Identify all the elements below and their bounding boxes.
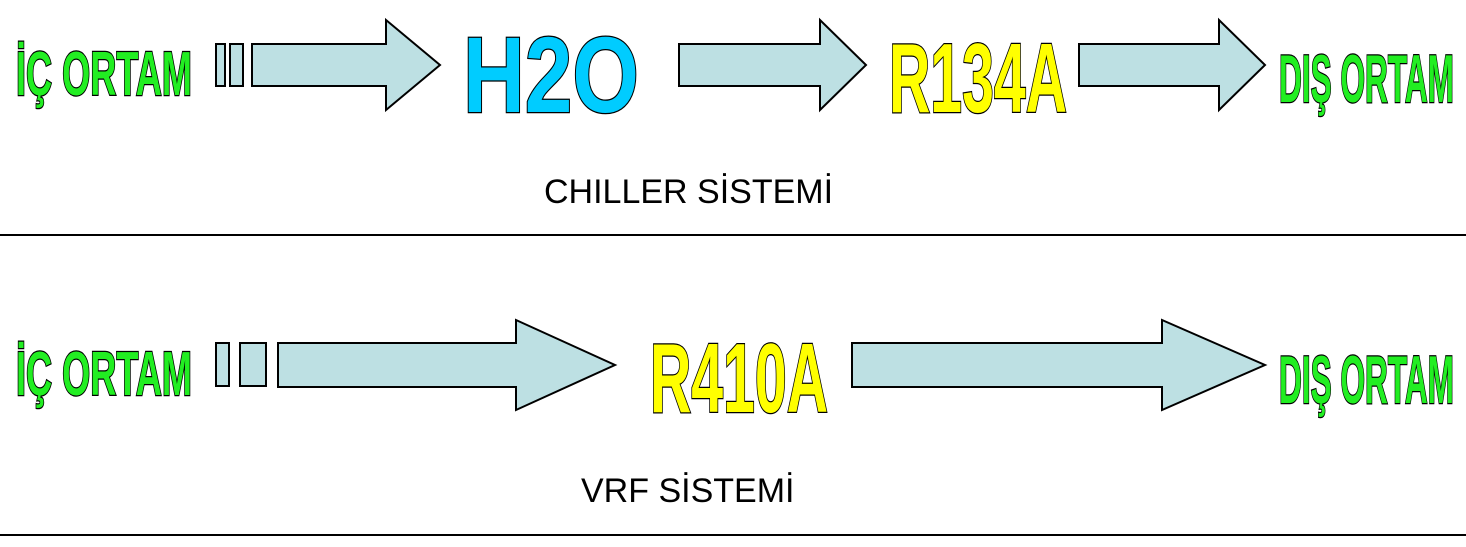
vrf-source-label: İÇ ORTAM	[16, 340, 192, 409]
chiller-caption: CHILLER SİSTEMİ	[544, 173, 833, 211]
chiller-water-label: H2O	[463, 14, 639, 135]
vrf-arrow-1	[215, 318, 618, 412]
chiller-arrow-1	[215, 17, 442, 113]
vrf-caption: VRF SİSTEMİ	[581, 472, 794, 510]
vrf-destination-label: DIŞ ORTAM	[1279, 342, 1454, 418]
vrf-arrow-2	[851, 318, 1268, 412]
chiller-arrow-3	[1078, 17, 1267, 113]
chiller-destination-label: DIŞ ORTAM	[1279, 41, 1454, 117]
chiller-arrow-2	[678, 17, 868, 113]
vrf-refrigerant-label: R410A	[650, 323, 828, 433]
chiller-source-label: İÇ ORTAM	[16, 40, 192, 109]
chiller-refrigerant-label: R134A	[889, 23, 1067, 133]
